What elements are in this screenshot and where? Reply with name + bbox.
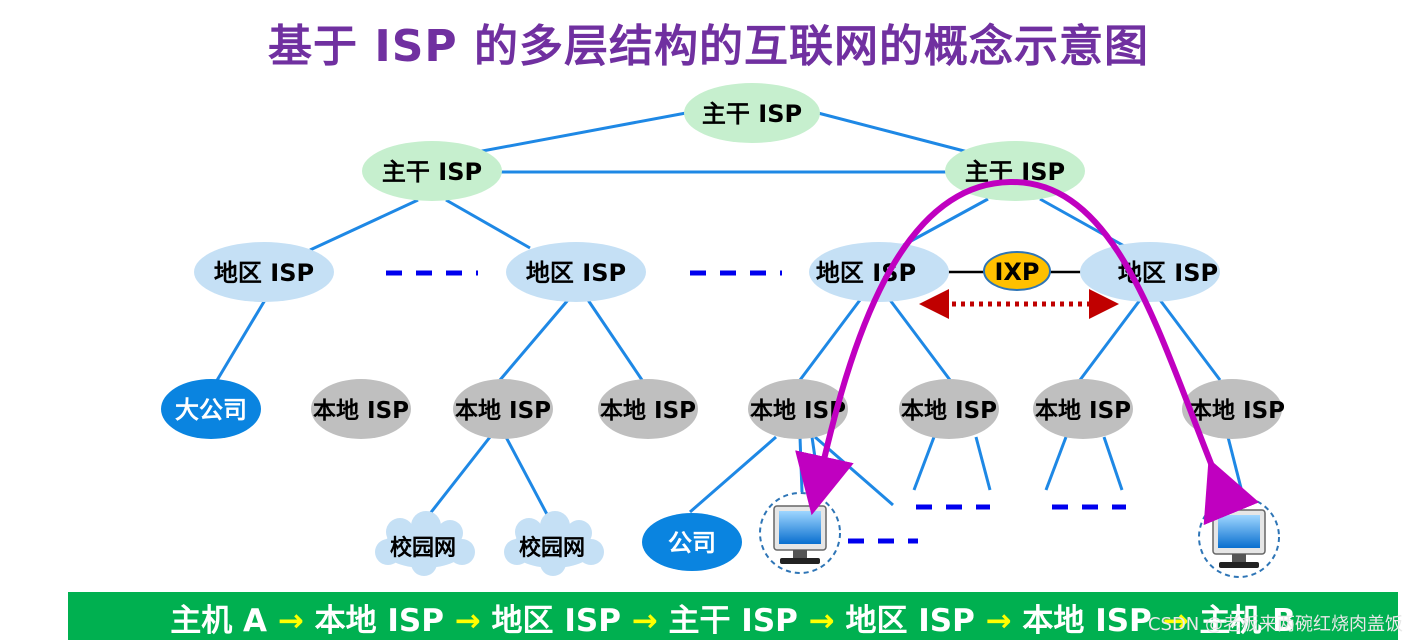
link-regional-1-big-company — [214, 299, 267, 383]
big-company-node: 大公司 — [161, 379, 261, 439]
regional-isp-3: 地区 ISP — [809, 242, 949, 302]
local-isp-3: 本地 ISP — [598, 379, 698, 439]
svg-text:本地 ISP: 本地 ISP — [1189, 398, 1285, 424]
path-local-isp-b: 本地 ISP — [1022, 603, 1152, 639]
regional-isp-1: 地区 ISP — [194, 242, 334, 302]
svg-text:本地 ISP: 本地 ISP — [901, 398, 997, 424]
local-isp-5: 本地 ISP — [899, 379, 999, 439]
company-node: 公司 — [642, 513, 742, 571]
link-backbone-right-regional-3 — [899, 197, 989, 249]
link-local-4-host-a — [798, 436, 804, 493]
path-arrow-icon: → — [277, 603, 304, 639]
svg-text:本地 ISP: 本地 ISP — [600, 398, 696, 424]
link-local-6-branch-a — [1044, 436, 1068, 491]
link-local-6-branch-b — [1102, 436, 1124, 491]
link-regional-2-local-2 — [498, 299, 570, 381]
path-arrow-icon: → — [808, 603, 835, 639]
link-local-5-branch-b — [974, 436, 992, 491]
local-isp-1: 本地 ISP — [311, 379, 411, 439]
svg-text:本地 ISP: 本地 ISP — [750, 398, 846, 424]
svg-text:公司: 公司 — [668, 529, 716, 557]
local-isp-6: 本地 ISP — [1033, 379, 1133, 439]
local-isp-4: 本地 ISP — [748, 379, 848, 439]
svg-text:主干 ISP: 主干 ISP — [382, 158, 482, 186]
path-arrow-icon: → — [985, 603, 1012, 639]
link-regional-3-local-4 — [798, 299, 862, 381]
path-host-b: 主机 B — [1199, 603, 1296, 639]
path-regional-isp-a: 地区 ISP — [491, 603, 621, 639]
svg-text:校园网: 校园网 — [519, 535, 585, 561]
link-backbone-top-left — [476, 111, 687, 154]
local-isp-7: 本地 ISP — [1182, 379, 1285, 439]
host-b-computer-icon — [1198, 496, 1280, 578]
path-host-a: 主机 A — [170, 603, 268, 639]
link-backbone-left-regional-2 — [445, 198, 531, 250]
link-local-2-campus-2 — [504, 436, 552, 521]
route-path-text: 主机 A → 本地 ISP → 地区 ISP → 主干 ISP → 地区 ISP… — [68, 595, 1398, 640]
local-isp-2: 本地 ISP — [453, 379, 553, 439]
link-local-7-host-b — [1226, 436, 1244, 493]
host-a-computer-icon — [759, 492, 841, 574]
campus-network-2: 校园网 — [504, 511, 604, 576]
svg-text:地区 ISP: 地区 ISP — [526, 259, 626, 287]
campus-network-1: 校园网 — [375, 511, 475, 576]
svg-text:地区 ISP: 地区 ISP — [816, 259, 916, 287]
link-local-5-branch-a — [912, 436, 936, 491]
link-regional-4-local-7 — [1158, 299, 1222, 381]
path-regional-isp-b: 地区 ISP — [845, 603, 975, 639]
backbone-isp-left: 主干 ISP — [362, 141, 502, 201]
ixp-node: IXP — [983, 251, 1051, 291]
link-backbone-top-right — [817, 111, 969, 154]
svg-text:IXP: IXP — [994, 258, 1039, 286]
link-regional-2-local-3 — [586, 299, 644, 381]
svg-text:本地 ISP: 本地 ISP — [313, 398, 409, 424]
path-backbone-isp: 主干 ISP — [668, 603, 798, 639]
link-backbone-left-regional-1 — [309, 198, 419, 252]
path-arrow-icon: → — [454, 603, 481, 639]
link-regional-3-local-5 — [888, 299, 952, 381]
svg-text:地区 ISP: 地区 ISP — [214, 259, 314, 287]
path-arrow-icon: → — [1162, 603, 1189, 639]
path-local-isp-a: 本地 ISP — [314, 603, 444, 639]
page-title: 基于 ISP 的多层结构的互联网的概念示意图 — [268, 21, 1149, 72]
svg-text:主干 ISP: 主干 ISP — [702, 100, 802, 128]
svg-text:本地 ISP: 本地 ISP — [455, 398, 551, 424]
link-local-2-campus-1 — [423, 436, 492, 521]
route-path-bar: 主机 A → 本地 ISP → 地区 ISP → 主干 ISP → 地区 ISP… — [68, 592, 1398, 640]
backbone-isp-top: 主干 ISP — [684, 83, 820, 143]
svg-text:大公司: 大公司 — [175, 396, 247, 424]
regional-isp-4: 地区 ISP — [1080, 242, 1220, 302]
svg-text:本地 ISP: 本地 ISP — [1035, 398, 1131, 424]
path-arrow-icon: → — [631, 603, 658, 639]
watermark: CSDN @老板来两碗红烧肉盖饭 — [1147, 614, 1403, 635]
route-arrow-host-a-to-host-b — [795, 178, 1260, 526]
link-regional-4-local-6 — [1078, 299, 1142, 381]
link-local-4-company — [689, 435, 777, 514]
svg-text:校园网: 校园网 — [390, 535, 456, 561]
regional-isp-2: 地区 ISP — [506, 242, 646, 302]
network-diagram: 主干 ISP 主干 ISP 主干 ISP 地区 ISP 地区 ISP 地区 IS… — [161, 83, 1285, 578]
